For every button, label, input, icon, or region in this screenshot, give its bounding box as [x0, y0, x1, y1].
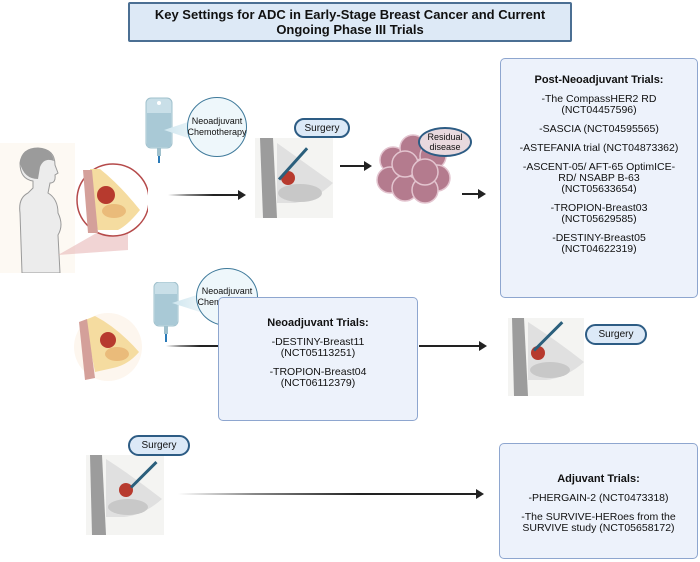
- arrow: [168, 190, 246, 200]
- residual-disease-label-pill: Residual disease: [418, 127, 472, 157]
- surgery-label: Surgery: [304, 122, 340, 134]
- trial-item: -PHERGAIN-2 (NCT0473318): [528, 492, 669, 504]
- surgery-label-pill: Surgery: [294, 118, 350, 138]
- arrow: [462, 189, 486, 199]
- iv-bag-icon: [153, 282, 179, 342]
- residual-disease-label: Residual disease: [427, 132, 463, 152]
- surgery-label-pill: Surgery: [128, 435, 190, 456]
- breast-surgery-icon: [255, 138, 333, 218]
- diagram-title: Key Settings for ADC in Early-Stage Brea…: [128, 2, 572, 42]
- trial-item: -DESTINY-Breast05 (NCT04622319): [552, 232, 646, 255]
- adjuvant-trials-box: Adjuvant Trials: -PHERGAIN-2 (NCT0473318…: [499, 443, 698, 559]
- trial-item: -ASCENT-05/ AFT-65 OptimICE-RD/ NSABP B-…: [522, 161, 676, 195]
- neoadjuvant-trials-box: Neoadjuvant Trials: -DESTINY-Breast11 (N…: [218, 297, 418, 421]
- iv-bag-icon: [145, 97, 173, 163]
- title-line-1: Key Settings for ADC in Early-Stage Brea…: [154, 7, 546, 22]
- arrow: [178, 489, 484, 499]
- breast-surgery-icon: [508, 318, 584, 396]
- surgery-label: Surgery: [141, 440, 177, 451]
- trial-item: -DESTINY-Breast11 (NCT05113251): [271, 336, 365, 359]
- neoadjuvant-chemo-bubble: Neoadjuvant Chemotherapy: [187, 97, 247, 157]
- trial-item: -The SURVIVE-HERoes from the SURVIVE stu…: [521, 511, 676, 534]
- post-neoadjuvant-header: Post-Neoadjuvant Trials:: [534, 74, 664, 86]
- trial-item: -TROPION-Breast03 (NCT05629585): [550, 202, 648, 225]
- woman-silhouette-icon: [0, 143, 75, 273]
- post-neoadjuvant-trials-box: Post-Neoadjuvant Trials: -The CompassHER…: [500, 58, 698, 298]
- adjuvant-header: Adjuvant Trials:: [557, 473, 640, 485]
- trial-item: -The CompassHER2 RD (NCT04457596): [541, 93, 657, 116]
- breast-tumor-icon: [74, 313, 142, 381]
- surgery-label-pill: Surgery: [585, 324, 647, 345]
- connector-line: [166, 345, 222, 347]
- trial-item: -TROPION-Breast04 (NCT06112379): [269, 366, 367, 389]
- arrow: [419, 341, 487, 351]
- trial-item: -ASTEFANIA trial (NCT04873362): [519, 142, 679, 154]
- breast-magnified-icon: [58, 163, 148, 255]
- surgery-label: Surgery: [598, 329, 634, 340]
- residual-disease-cluster-icon: [376, 134, 451, 204]
- arrow: [340, 161, 372, 171]
- neoadjuvant-header: Neoadjuvant Trials:: [267, 317, 369, 329]
- trial-item: -SASCIA (NCT04595565): [539, 123, 659, 135]
- title-line-2: Ongoing Phase III Trials: [276, 22, 424, 37]
- neoadjuvant-chemo-label: Neoadjuvant Chemotherapy: [187, 116, 247, 137]
